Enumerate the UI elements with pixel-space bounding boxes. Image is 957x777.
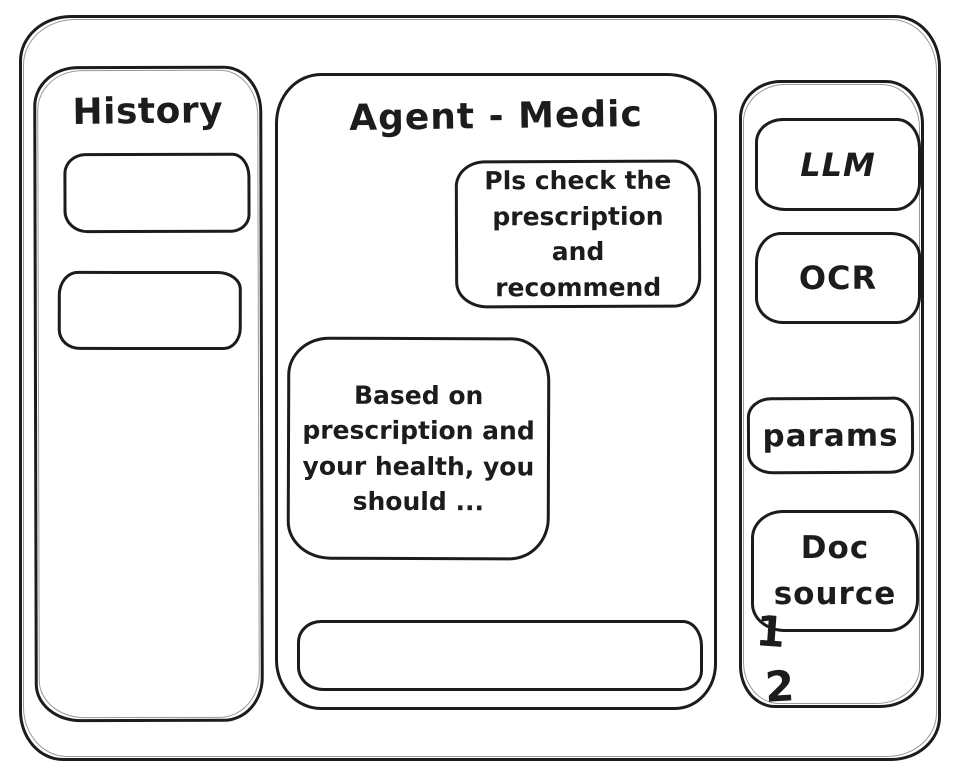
- history-title: History: [72, 90, 224, 133]
- doc-source-button[interactable]: Doc source: [751, 510, 919, 632]
- assistant-message-bubble: Based on prescription and your health, y…: [286, 336, 551, 561]
- history-item[interactable]: [63, 152, 251, 234]
- tools-panel: LLM OCR params Doc source 1 2: [739, 80, 924, 712]
- chat-title: Agent - Medic: [348, 93, 644, 140]
- ocr-button[interactable]: OCR: [755, 232, 921, 324]
- message-input[interactable]: [297, 620, 703, 691]
- chat-panel: Agent - Medic Pls check the prescription…: [275, 73, 717, 710]
- assistant-message-text: Based on prescription and your health, y…: [302, 380, 535, 517]
- llm-button[interactable]: LLM: [755, 118, 921, 211]
- user-message-text: Pls check the prescription and recommend: [484, 165, 672, 302]
- history-item[interactable]: [57, 270, 242, 351]
- doc-source-item-1[interactable]: 1: [754, 606, 787, 657]
- doc-source-item-2[interactable]: 2: [763, 661, 796, 712]
- params-button[interactable]: params: [746, 396, 915, 475]
- user-message-bubble: Pls check the prescription and recommend: [454, 159, 702, 309]
- history-panel: History: [33, 65, 264, 723]
